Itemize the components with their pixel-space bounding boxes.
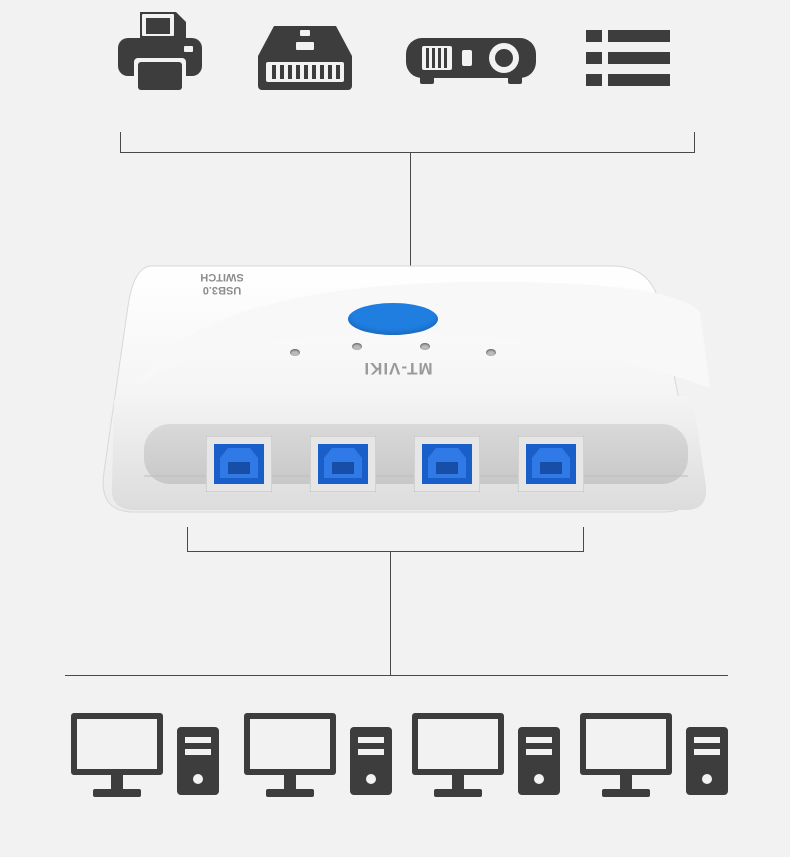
monitor-icon [580,713,672,797]
pc-tower-icon [518,727,560,795]
led-indicator [290,349,300,356]
pc-tower-icon [177,727,219,795]
brand-label: MT-VIKI [363,359,433,378]
pc-tower-icon [686,727,728,795]
usb-port-2[interactable] [309,435,377,497]
usb-port-4[interactable] [517,435,585,497]
hard-drive-icon [256,20,354,92]
projector-icon [404,32,538,86]
usb-port-3[interactable] [413,435,481,497]
monitor-icon [71,713,163,797]
printer-icon [116,8,204,94]
led-indicator [420,343,430,350]
monitor-icon [244,713,336,797]
pc-tower-icon [350,727,392,795]
led-indicator [486,349,496,356]
monitor-icon [412,713,504,797]
led-indicator [352,343,362,350]
list-icon [586,30,670,86]
model-label: USB3.0 SWITCH [200,271,244,296]
switch-select-button[interactable] [348,303,438,335]
usb-port-1[interactable] [205,435,273,497]
